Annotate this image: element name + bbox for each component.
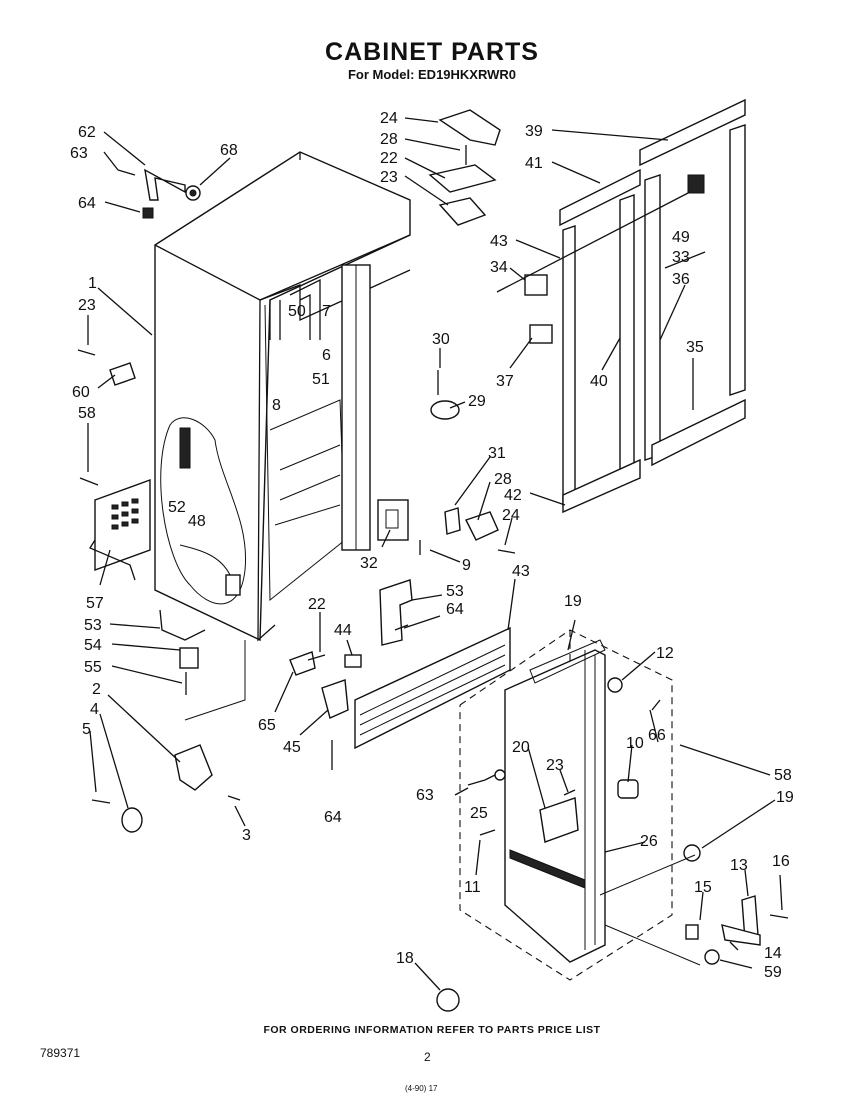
part-label: 33 xyxy=(672,249,690,266)
part-label: 22 xyxy=(308,596,326,613)
part-label: 68 xyxy=(220,142,238,159)
part-label: 28 xyxy=(494,471,512,488)
part-label: 63 xyxy=(416,787,434,804)
middle-parts xyxy=(289,507,516,770)
part-label: 64 xyxy=(446,601,464,618)
lower-door-assembly xyxy=(436,629,789,1012)
print-stamp: (4-90) 17 xyxy=(405,1084,438,1093)
part-label: 45 xyxy=(283,739,301,756)
part-label: 10 xyxy=(626,735,644,752)
part-label: 63 xyxy=(70,145,88,162)
part-label: 18 xyxy=(396,950,414,967)
part-label: 53 xyxy=(84,617,102,634)
part-label: 43 xyxy=(490,233,508,250)
part-label: 19 xyxy=(776,789,794,806)
part-label: 25 xyxy=(470,805,488,822)
part-label: 53 xyxy=(446,583,464,600)
part-label: 64 xyxy=(78,195,96,212)
part-label: 2 xyxy=(92,681,101,698)
part-label: 7 xyxy=(322,303,331,320)
part-label: 29 xyxy=(468,393,486,410)
part-label: 54 xyxy=(84,637,102,654)
part-label: 41 xyxy=(525,155,543,172)
part-label: 28 xyxy=(380,131,398,148)
part-label: 19 xyxy=(564,593,582,610)
part-label: 30 xyxy=(432,331,450,348)
part-label: 6 xyxy=(322,347,331,364)
part-label: 12 xyxy=(656,645,674,662)
part-label: 24 xyxy=(380,110,398,127)
part-label: 48 xyxy=(188,513,206,530)
part-label: 60 xyxy=(72,384,90,401)
part-label: 51 xyxy=(312,371,330,388)
upper-door-gaskets xyxy=(430,98,746,514)
control-panel-buttons xyxy=(111,498,139,530)
part-label: 37 xyxy=(496,373,514,390)
page-number: 2 xyxy=(424,1050,431,1064)
part-label: 23 xyxy=(78,297,96,314)
part-label: 23 xyxy=(546,757,564,774)
ordering-note: FOR ORDERING INFORMATION REFER TO PARTS … xyxy=(263,1024,601,1036)
part-label: 50 xyxy=(288,303,306,320)
part-label: 1 xyxy=(88,275,97,292)
cabinet-body xyxy=(89,151,411,721)
top-hinge-parts xyxy=(428,109,501,226)
part-label: 31 xyxy=(488,445,506,462)
part-label: 52 xyxy=(168,499,186,516)
part-label: 43 xyxy=(512,563,530,580)
part-label: 8 xyxy=(272,397,281,414)
diagram-title: CABINET PARTS xyxy=(325,38,539,66)
part-label: 14 xyxy=(764,945,782,962)
part-label: 9 xyxy=(462,557,471,574)
part-label: 22 xyxy=(380,150,398,167)
part-label: 66 xyxy=(648,727,666,744)
part-number-labels: 62 63 64 68 1 23 60 58 57 53 54 55 2 4 5… xyxy=(70,110,794,981)
part-label: 13 xyxy=(730,857,748,874)
part-label: 64 xyxy=(324,809,342,826)
part-label: 58 xyxy=(78,405,96,422)
part-label: 65 xyxy=(258,717,276,734)
part-label: 24 xyxy=(502,507,520,524)
part-label: 32 xyxy=(360,555,378,572)
left-hardware xyxy=(77,168,241,833)
part-label: 36 xyxy=(672,271,690,288)
leader-lines xyxy=(87,117,783,991)
part-label: 16 xyxy=(772,853,790,870)
document-number: 789371 xyxy=(40,1046,81,1060)
part-label: 15 xyxy=(694,879,712,896)
part-label: 34 xyxy=(490,259,508,276)
model-subtitle: For Model: ED19HKXRWR0 xyxy=(347,67,517,82)
part-label: 23 xyxy=(380,169,398,186)
part-label: 11 xyxy=(464,879,481,896)
part-label: 5 xyxy=(82,721,91,738)
part-label: 3 xyxy=(242,827,251,844)
part-label: 55 xyxy=(84,659,102,676)
part-label: 44 xyxy=(334,622,352,639)
part-label: 58 xyxy=(774,767,792,784)
part-label: 49 xyxy=(672,229,690,246)
part-label: 20 xyxy=(512,739,530,756)
part-label: 39 xyxy=(525,123,543,140)
part-label: 40 xyxy=(590,373,608,390)
part-label: 4 xyxy=(90,701,99,718)
part-label: 62 xyxy=(78,124,96,141)
part-label: 35 xyxy=(686,339,704,356)
part-label: 26 xyxy=(640,833,658,850)
part-label: 42 xyxy=(504,487,522,504)
part-label: 59 xyxy=(764,964,782,981)
part-label: 57 xyxy=(86,595,104,612)
